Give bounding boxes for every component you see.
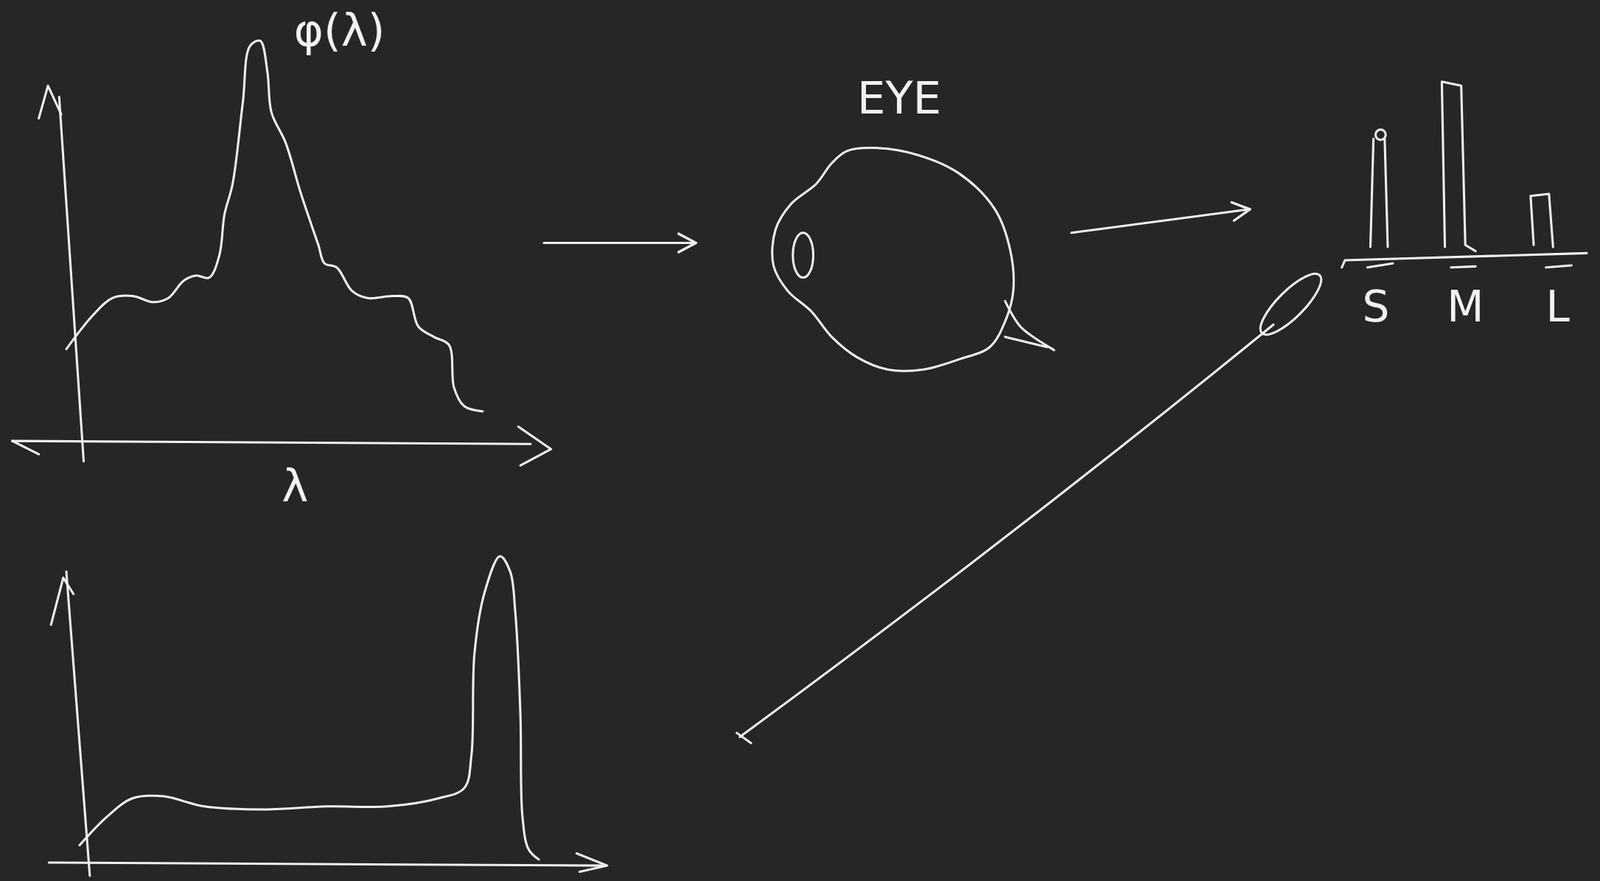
lens <box>792 232 814 278</box>
eye-label: EYE <box>857 73 942 124</box>
tick-dash <box>1451 266 1476 267</box>
l-bar <box>1530 193 1553 247</box>
arrow-connector <box>1071 209 1250 233</box>
axis-arrowhead <box>50 577 73 625</box>
axis-arrowhead <box>39 85 62 118</box>
cone-response-chart: SML <box>1260 76 1592 342</box>
y-axis <box>58 97 84 462</box>
axis-arrowhead <box>518 426 551 466</box>
bar-marker <box>1375 129 1386 141</box>
tick-dash <box>1546 265 1572 268</box>
y-axis <box>66 571 90 876</box>
baseline <box>1342 252 1587 267</box>
wavelength-label: λ <box>281 461 309 511</box>
cone-label: M <box>1446 283 1484 331</box>
cone-label: S <box>1361 283 1390 331</box>
spectrum-curve <box>79 556 539 860</box>
axis-tick <box>12 440 40 454</box>
arrow-connector <box>543 241 696 244</box>
cone-label: L <box>1546 283 1570 331</box>
leader-tick <box>736 732 751 743</box>
eyeball <box>772 148 1015 372</box>
spectrum-label: φ(λ) <box>294 5 386 56</box>
x-axis <box>12 440 531 444</box>
optic-nerve <box>1005 336 1048 348</box>
s-bar <box>1370 138 1388 247</box>
m-bar <box>1441 81 1476 252</box>
leader-line <box>739 324 1274 737</box>
tick-dash <box>1367 263 1393 268</box>
spectrum-plot: φ(λ) λ <box>10 0 536 536</box>
x-axis <box>48 862 602 866</box>
optic-nerve <box>1005 300 1054 350</box>
eye-node: EYE <box>703 71 1062 378</box>
lasso <box>1252 266 1330 343</box>
axis-arrowhead <box>576 852 608 872</box>
spectrum-curve <box>66 40 483 412</box>
